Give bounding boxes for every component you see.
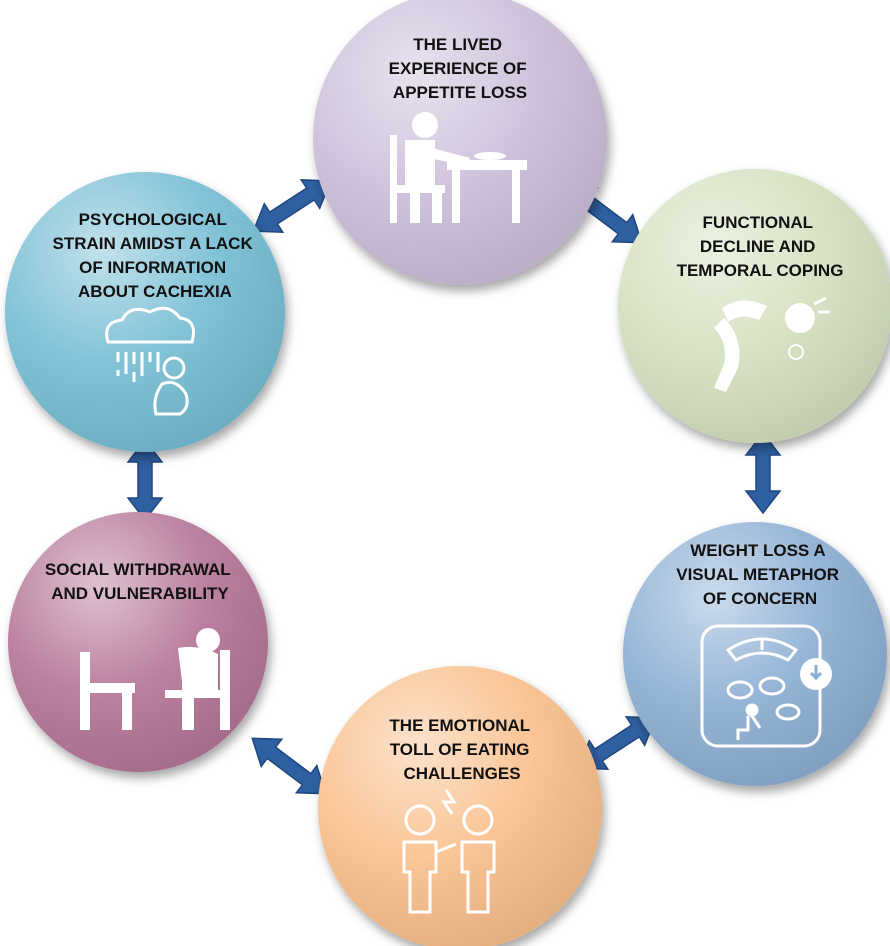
person-at-table-icon	[390, 112, 527, 223]
theme-title-line: EXPERIENCE OF	[389, 59, 527, 78]
circle-gloss	[8, 512, 268, 772]
theme-title: FUNCTIONAL DECLINE AND TEMPORAL COPING	[677, 213, 844, 280]
theme-title-line: CHALLENGES	[403, 764, 520, 783]
theme-title-line: PSYCHOLOGICAL	[79, 210, 227, 229]
theme-title: PSYCHOLOGICAL STRAIN AMIDST A LACK OF IN…	[53, 210, 258, 301]
theme-title-line: VISUAL METAPHOR	[676, 565, 839, 584]
theme-title-line: DECLINE AND	[700, 237, 816, 256]
circle-gloss	[313, 0, 607, 285]
theme-title-line: OF CONCERN	[703, 589, 817, 608]
theme-weight: WEIGHT LOSS A VISUAL METAPHOR OF CONCERN	[623, 522, 887, 786]
theme-title-line: SOCIAL WITHDRAWAL	[45, 560, 230, 579]
theme-emotional: THE EMOTIONAL TOLL OF EATING CHALLENGES	[318, 666, 602, 946]
theme-title-line: WEIGHT LOSS A	[690, 541, 825, 560]
theme-title-line: ABOUT CACHEXIA	[78, 282, 232, 301]
theme-title: THE LIVED EXPERIENCE OF APPETITE LOSS	[389, 35, 532, 102]
double-arrow-functional-weight	[744, 431, 782, 515]
theme-title-line: THE EMOTIONAL	[389, 716, 529, 735]
theme-title: WEIGHT LOSS A VISUAL METAPHOR OF CONCERN	[676, 541, 844, 608]
theme-title: SOCIAL WITHDRAWAL AND VULNERABILITY	[45, 560, 235, 603]
theme-title-line: STRAIN AMIDST A LACK	[53, 234, 254, 253]
person-alone-at-table-icon	[80, 628, 230, 730]
theme-title-line: TOLL OF EATING	[390, 740, 530, 759]
person-bent-over-icon	[714, 296, 830, 392]
rain-cloud-sad-person-icon	[105, 306, 195, 416]
theme-title-line: FUNCTIONAL	[703, 213, 813, 232]
circle-gloss	[5, 172, 285, 452]
theme-title: THE EMOTIONAL TOLL OF EATING CHALLENGES	[389, 716, 534, 783]
theme-title-line: OF INFORMATION	[79, 258, 226, 277]
weighing-scale-icon	[700, 624, 832, 748]
theme-social: SOCIAL WITHDRAWAL AND VULNERABILITY	[8, 512, 268, 772]
theme-title-line: APPETITE LOSS	[393, 83, 527, 102]
theme-functional: FUNCTIONAL DECLINE AND TEMPORAL COPING	[618, 169, 890, 443]
circle-gloss	[318, 666, 602, 946]
arguing-people-icon	[402, 789, 496, 914]
theme-appetite: THE LIVED EXPERIENCE OF APPETITE LOSS	[313, 0, 607, 285]
theme-title-line: TEMPORAL COPING	[677, 261, 844, 280]
theme-title-line: THE LIVED	[413, 35, 502, 54]
theme-psychological: PSYCHOLOGICAL STRAIN AMIDST A LACK OF IN…	[5, 172, 285, 452]
theme-title-line: AND VULNERABILITY	[51, 584, 229, 603]
